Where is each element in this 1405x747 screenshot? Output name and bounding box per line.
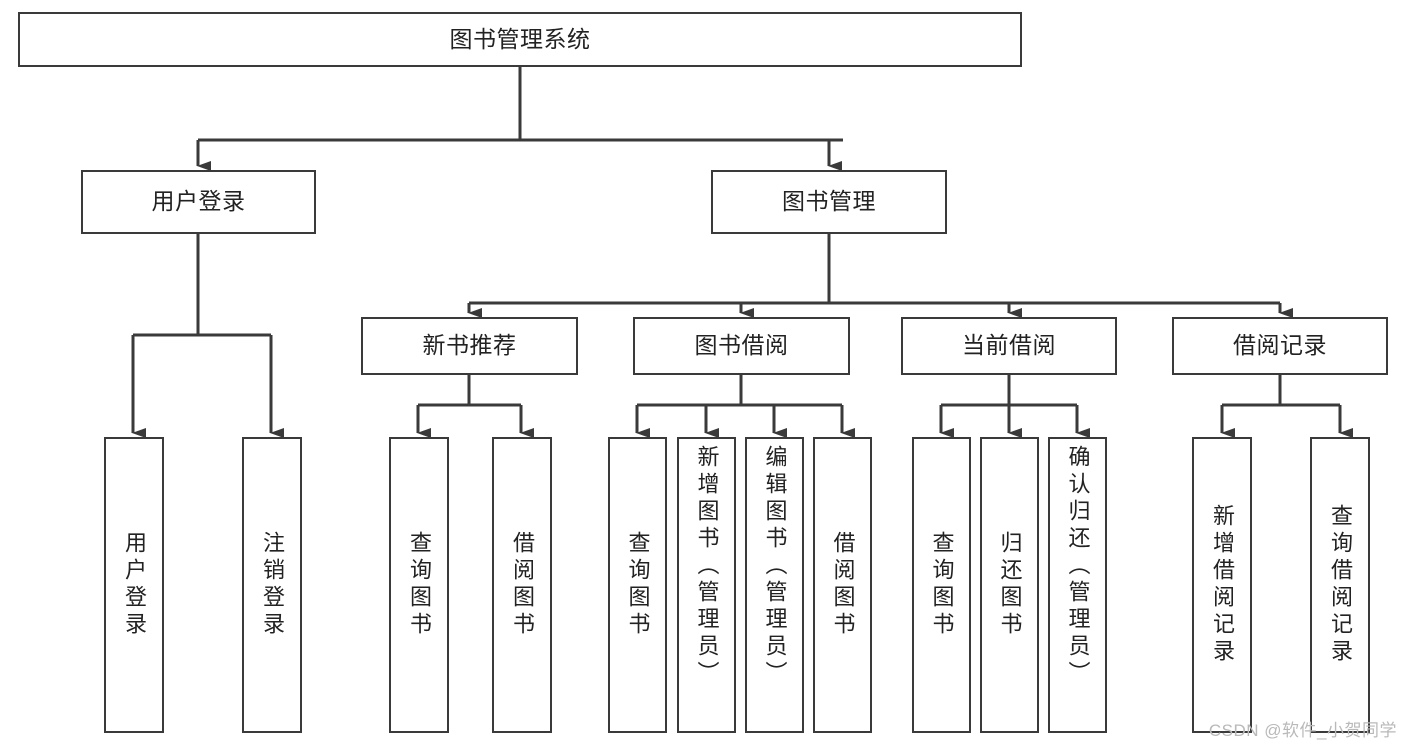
node-leaf-logout-login-label: 注销登录 [260,531,285,639]
node-current-borrow-label: 当前借阅 [962,332,1056,359]
node-root[interactable]: 图书管理系统 [18,12,1022,67]
node-leaf-borrow-book-1[interactable]: 借阅图书 [492,437,552,733]
node-leaf-confirm-return-label: 确认归还（管理员） [1065,445,1091,688]
node-leaf-add-book[interactable]: 新增图书（管理员） [677,437,736,733]
node-leaf-query-book-2-label: 查询图书 [625,531,651,639]
node-leaf-confirm-return[interactable]: 确认归还（管理员） [1048,437,1107,733]
node-leaf-user-login-label: 用户登录 [122,531,147,639]
node-book-borrow-label: 图书借阅 [694,332,789,359]
node-new-book-recommend[interactable]: 新书推荐 [361,317,578,375]
node-leaf-query-borrow-record[interactable]: 查询借阅记录 [1310,437,1370,733]
node-leaf-query-book-1[interactable]: 查询图书 [389,437,449,733]
node-leaf-borrow-book-2-label: 借阅图书 [830,531,856,639]
node-borrow-record[interactable]: 借阅记录 [1172,317,1388,375]
csdn-watermark: CSDN @软件_小贺同学 [1208,721,1397,740]
node-leaf-borrow-book-1-label: 借阅图书 [510,531,535,639]
node-leaf-add-borrow-record[interactable]: 新增借阅记录 [1192,437,1252,733]
node-borrow-record-label: 借阅记录 [1233,332,1327,359]
node-leaf-user-login[interactable]: 用户登录 [104,437,164,733]
node-leaf-query-borrow-record-label: 查询借阅记录 [1328,504,1353,666]
node-current-borrow[interactable]: 当前借阅 [901,317,1117,375]
node-book-borrow[interactable]: 图书借阅 [633,317,850,375]
node-leaf-edit-book-label: 编辑图书（管理员） [762,445,788,688]
node-new-book-recommend-label: 新书推荐 [422,332,517,359]
node-leaf-query-book-1-label: 查询图书 [407,531,432,639]
node-leaf-return-book[interactable]: 归还图书 [980,437,1039,733]
node-leaf-query-book-2[interactable]: 查询图书 [608,437,667,733]
node-user-login-label: 用户登录 [151,188,246,215]
node-leaf-borrow-book-2[interactable]: 借阅图书 [813,437,872,733]
node-leaf-query-book-3[interactable]: 查询图书 [912,437,971,733]
node-user-login[interactable]: 用户登录 [81,170,316,234]
node-root-label: 图书管理系统 [449,25,591,52]
node-leaf-logout-login[interactable]: 注销登录 [242,437,302,733]
node-leaf-add-borrow-record-label: 新增借阅记录 [1210,504,1235,666]
node-book-manage-label: 图书管理 [782,188,876,215]
node-leaf-edit-book[interactable]: 编辑图书（管理员） [745,437,804,733]
node-book-manage[interactable]: 图书管理 [711,170,947,234]
node-leaf-add-book-label: 新增图书（管理员） [694,445,720,688]
node-leaf-return-book-label: 归还图书 [997,531,1023,639]
node-leaf-query-book-3-label: 查询图书 [929,531,955,639]
